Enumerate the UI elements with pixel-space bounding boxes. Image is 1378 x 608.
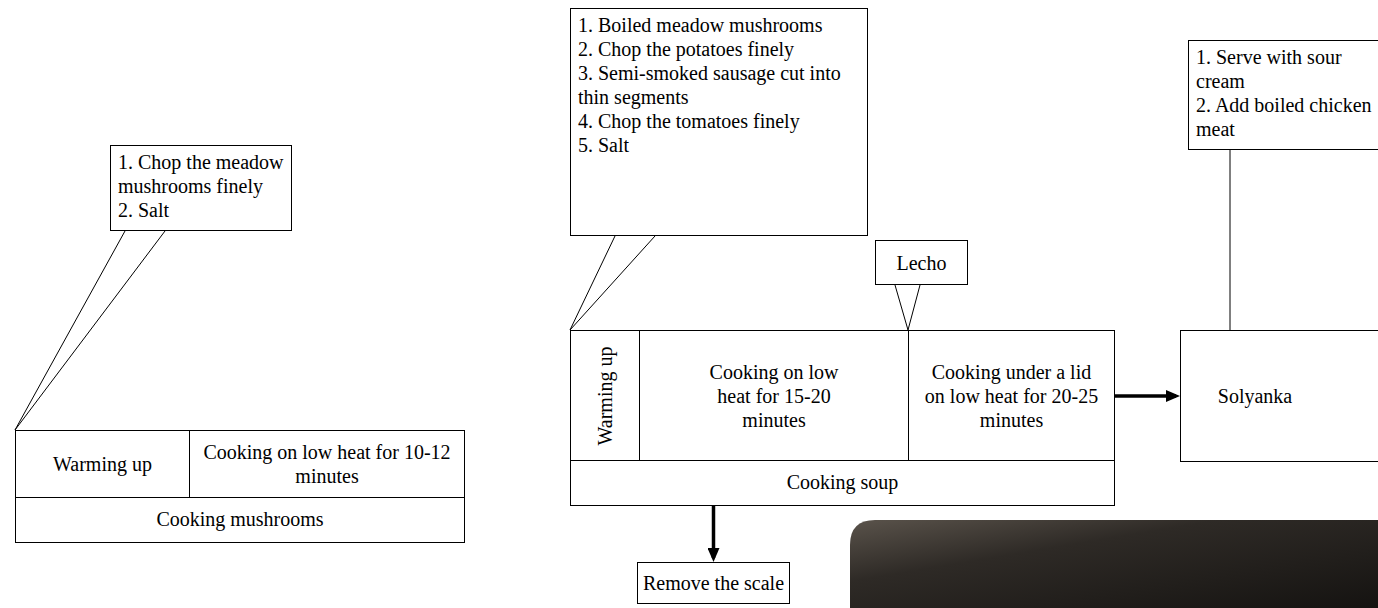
box-label: Lecho bbox=[897, 251, 947, 275]
box-label: Cooking on low heat for 10-12 minutes bbox=[202, 440, 452, 488]
box-label: Cooking soup bbox=[571, 460, 1114, 505]
stage-box: Cooking mushrooms Warming up Cooking on lo… bbox=[15, 430, 465, 543]
callout-text: 1. Boiled meadow mushrooms bbox=[578, 13, 860, 37]
callout-text: 2. Salt bbox=[118, 198, 284, 222]
flow-arrow bbox=[1115, 394, 1176, 398]
process-box: Lecho bbox=[875, 240, 968, 285]
callout-text: 2. Add boiled chicken meat bbox=[1196, 93, 1378, 141]
callout-text: 1. Chop the meadow mushrooms finely bbox=[118, 150, 284, 198]
process-box: Solyanka bbox=[1180, 330, 1378, 462]
callout-text: 4. Chop the tomatoes finely bbox=[578, 109, 860, 133]
process-box: Cooking on low heat for 15-20 minutes bbox=[639, 330, 909, 461]
callout-box: 1. Serve with sour cream2. Add boiled ch… bbox=[1188, 40, 1378, 150]
callout-text: 5. Salt bbox=[578, 133, 860, 157]
callout-text: 1. Serve with sour cream bbox=[1196, 45, 1378, 93]
callout-pointer bbox=[15, 231, 165, 430]
process-box: Cooking under a lid on low heat for 20-2… bbox=[908, 330, 1115, 461]
box-label: Solyanka bbox=[1218, 384, 1292, 408]
callout-pointer bbox=[1230, 150, 1231, 330]
callout-box: 1. Boiled meadow mushrooms2. Chop the po… bbox=[570, 8, 868, 236]
box-label: Warming up bbox=[594, 346, 617, 445]
callout-text: 3. Semi-smoked sausage cut into thin seg… bbox=[578, 61, 860, 109]
flow-arrow bbox=[712, 506, 716, 558]
photo-corner bbox=[850, 520, 1378, 608]
callout-box: 1. Chop the meadow mushrooms finely2. Sa… bbox=[110, 145, 292, 231]
callout-pointer bbox=[895, 285, 920, 330]
process-box: Warming up bbox=[15, 430, 190, 498]
stage-box: Cooking soup Warming up Cooking on low hea… bbox=[570, 330, 1115, 506]
box-label: Cooking under a lid on low heat for 20-2… bbox=[923, 360, 1100, 432]
callout-text: 2. Chop the potatoes finely bbox=[578, 37, 860, 61]
box-label: Cooking mushrooms bbox=[16, 497, 464, 542]
process-box: Cooking on low heat for 10-12 minutes bbox=[189, 430, 465, 498]
process-box: Remove the scale bbox=[637, 562, 790, 604]
process-box: Warming up bbox=[570, 330, 640, 461]
callout-pointer bbox=[570, 236, 655, 330]
box-label: Remove the scale bbox=[643, 571, 784, 595]
box-label: Warming up bbox=[53, 452, 152, 476]
box-label: Cooking on low heat for 15-20 minutes bbox=[700, 360, 848, 432]
